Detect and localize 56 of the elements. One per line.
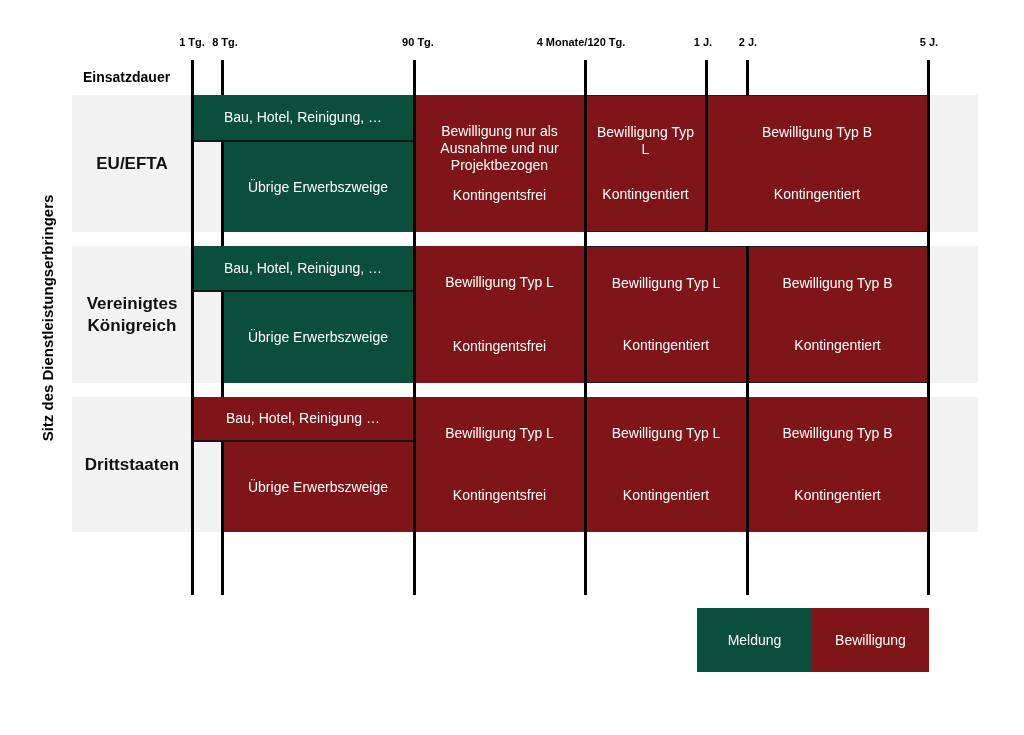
quota-status-text: Kontingentiert [622, 337, 710, 354]
sector-block [193, 246, 413, 292]
sector-block [193, 397, 413, 442]
sector-text: Bau, Hotel, Reinigung, … [224, 259, 382, 277]
permit-type-text: Bewilligung nur als Ausnahme und nur Projektbezogen [439, 123, 560, 174]
region-band [72, 95, 978, 232]
tick-label: 1 Tg. [179, 34, 205, 50]
permit-type-text: Bewilligung Typ L [611, 275, 721, 292]
permit-type-text: Bewilligung Typ L [445, 274, 554, 291]
permit-block [586, 397, 746, 532]
axis-title: Einsatzdauer [83, 67, 171, 87]
sector-text: Übrige Erwerbszweige [247, 329, 389, 346]
permit-type-text: Bewilligung Typ L [445, 425, 554, 442]
permit-block [707, 95, 927, 232]
permit-block [415, 397, 584, 532]
quota-status-text: Kontingentiert [622, 487, 710, 504]
permit-block [586, 246, 746, 383]
sector-block [193, 95, 413, 142]
tick-label: 1 J. [693, 34, 713, 50]
sector-text: Bau, Hotel, Reinigung … [225, 410, 381, 427]
permit-type-text: Bewilligung Typ L [596, 124, 695, 158]
tick-label: 2 J. [738, 34, 758, 50]
permit-block [748, 397, 927, 532]
quota-status-text: Kontingentiert [773, 186, 861, 203]
permit-type-text: Bewilligung Typ L [611, 425, 721, 442]
sector-text: Übrige Erwerbszweige [247, 178, 389, 196]
region-band [72, 397, 978, 532]
region-label: EU/EFTA [95, 152, 169, 175]
quota-status-text: Kontingentsfrei [452, 187, 547, 204]
tick-label: 4 Monate/120 Tg. [536, 34, 626, 50]
tick-label: 5 J. [919, 34, 939, 50]
permit-block [415, 246, 584, 383]
quota-status-text: Kontingentiert [794, 487, 881, 504]
permit-block [748, 246, 927, 383]
permit-type-text: Bewilligung Typ B [782, 425, 893, 442]
sector-text: Bau, Hotel, Reinigung, … [224, 109, 382, 126]
region-band [72, 246, 978, 383]
quota-status-text: Kontingentsfrei [452, 487, 547, 504]
axis-title: Sitz des Dienstleistungserbringers [37, 194, 57, 442]
permit-type-text: Bewilligung Typ B [761, 124, 873, 141]
tick-label: 90 Tg. [402, 34, 434, 50]
sector-text: Übrige Erwerbszweige [247, 478, 389, 496]
legend-label: Bewilligung [835, 631, 906, 649]
quota-status-text: Kontingentiert [602, 186, 689, 203]
sector-block [223, 142, 413, 232]
sector-block [223, 442, 413, 532]
tick-label: 8 Tg. [212, 34, 238, 50]
region-label: Vereinigtes Königreich [85, 292, 179, 337]
region-label: Drittstaaten [83, 453, 181, 476]
permit-block [586, 95, 705, 232]
legend-label: Meldung [727, 631, 782, 649]
permit-type-text: Bewilligung Typ B [782, 275, 893, 292]
permit-block [415, 95, 584, 232]
quota-status-text: Kontingentiert [794, 337, 881, 354]
sector-block [223, 292, 413, 383]
quota-status-text: Kontingentsfrei [452, 338, 547, 355]
